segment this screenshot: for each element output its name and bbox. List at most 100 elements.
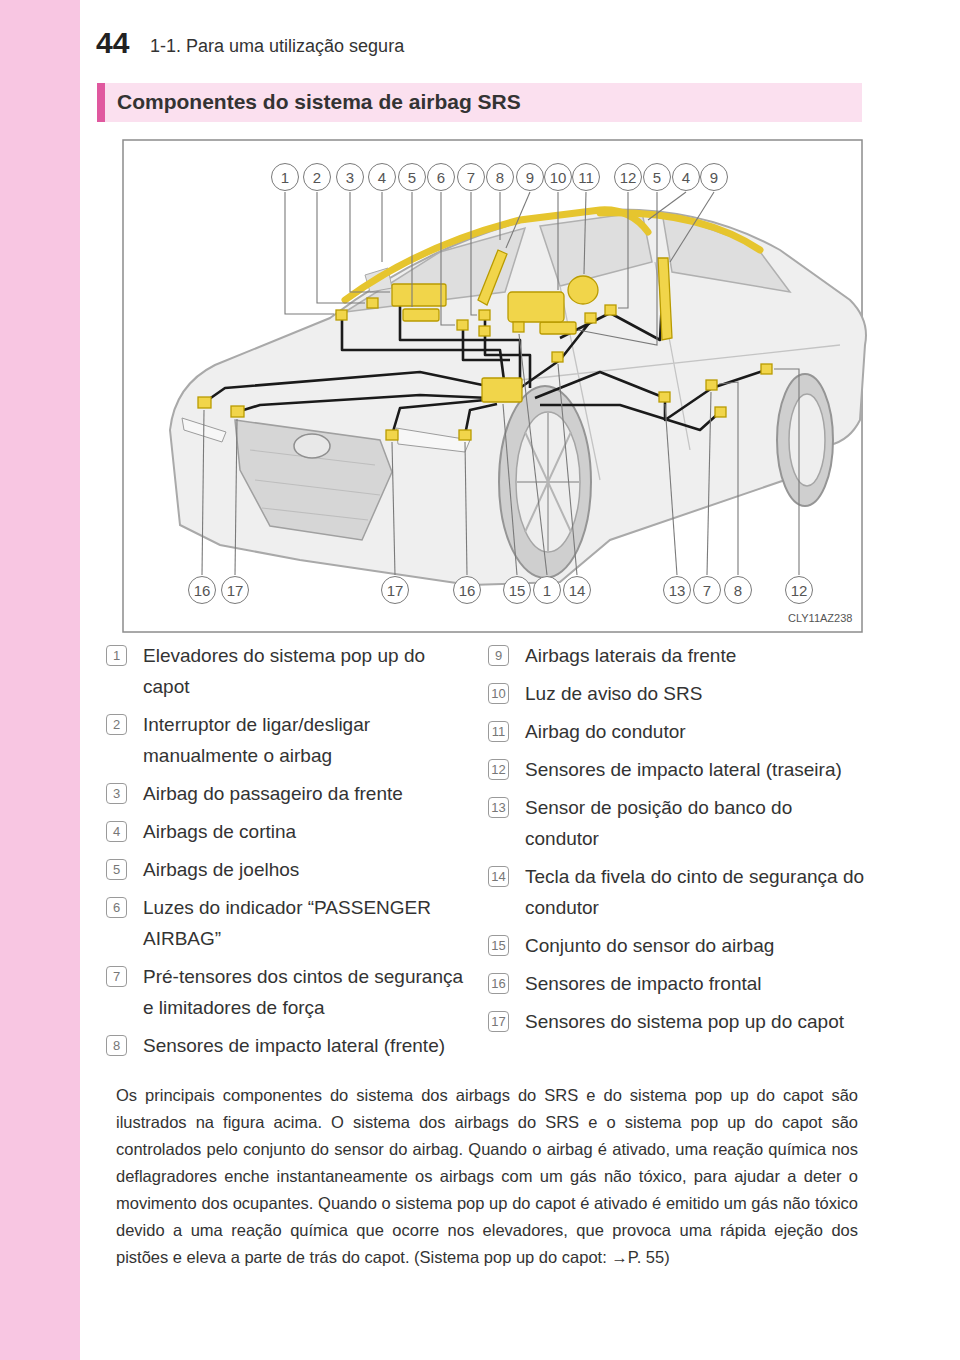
sensor — [386, 430, 398, 440]
grille-mesh — [250, 450, 380, 520]
leader-line — [707, 392, 711, 575]
side-strip — [0, 0, 80, 1360]
item-text: Sensores do sistema pop up do capot — [525, 1006, 865, 1037]
callout-number: 8 — [724, 576, 752, 604]
leader-line — [471, 192, 477, 315]
rear-wheel — [777, 374, 833, 506]
callout-number: 5 — [398, 163, 426, 191]
side-airbag — [478, 250, 507, 305]
leader-line — [465, 442, 467, 575]
item-text: Sensores de impacto lateral (traseira) — [525, 754, 865, 785]
leader-line — [350, 192, 390, 292]
item-number: 4 — [106, 821, 127, 842]
item-text: Airbags laterais da frente — [525, 640, 865, 671]
side-airbag — [658, 258, 672, 340]
callout-number: 3 — [336, 163, 364, 191]
sensor — [706, 380, 717, 390]
leader-line — [578, 192, 657, 345]
sensor — [198, 397, 211, 408]
leader-line — [584, 192, 586, 274]
callout-number: 11 — [572, 163, 600, 191]
sensor — [761, 364, 772, 374]
leader-line — [392, 442, 395, 575]
item-number: 13 — [488, 797, 509, 818]
callout-number: 17 — [381, 576, 409, 604]
running-header: 1-1. Para uma utilização segura — [150, 36, 404, 57]
item-text: Tecla da fivela do cinto de segurança do… — [525, 861, 865, 923]
car-body — [170, 210, 866, 586]
callout-number: 12 — [614, 163, 642, 191]
item-number: 9 — [488, 645, 509, 666]
figure-code: CLY11AZ238 — [788, 612, 852, 624]
headlight — [396, 428, 470, 452]
item-text: Interruptor de ligar/desligar manualment… — [143, 709, 473, 771]
item-number: 2 — [106, 714, 127, 735]
leader-line — [441, 192, 455, 325]
sensor — [585, 313, 596, 323]
leader-line — [506, 192, 530, 248]
callout-number: 4 — [672, 163, 700, 191]
callout-number: 6 — [427, 163, 455, 191]
sensor — [336, 310, 347, 320]
callout-number: 4 — [368, 163, 396, 191]
page-number: 44 — [96, 26, 129, 60]
leader-line — [774, 369, 799, 575]
side-airbag — [508, 292, 564, 322]
wiring-harness — [205, 300, 766, 435]
callout-number: 1 — [271, 163, 299, 191]
leader-line — [411, 192, 412, 307]
callout-number: 10 — [544, 163, 572, 191]
item-number: 5 — [106, 859, 127, 880]
sensor — [513, 322, 524, 332]
leader-line — [503, 404, 517, 575]
harness-wire — [342, 318, 505, 388]
harness-wire — [535, 370, 766, 420]
harness-wire — [540, 405, 720, 430]
leader-line — [719, 382, 738, 575]
windshield — [345, 228, 525, 312]
sensor — [459, 430, 471, 440]
front-wheel — [499, 386, 591, 578]
item-text: Airbags de joelhos — [143, 854, 473, 885]
item-text: Airbag do condutor — [525, 716, 865, 747]
item-text: Sensor de posição do banco do condutor — [525, 792, 865, 854]
driver-airbag — [568, 276, 598, 304]
emblem — [294, 434, 330, 458]
airbag-components — [198, 210, 772, 440]
callout-number: 16 — [453, 576, 481, 604]
item-number: 17 — [488, 1011, 509, 1032]
leader-lines — [202, 192, 799, 575]
item-number: 16 — [488, 973, 509, 994]
callout-number: 9 — [516, 163, 544, 191]
callout-number: 5 — [643, 163, 671, 191]
callout-number: 7 — [693, 576, 721, 604]
item-number: 1 — [106, 645, 127, 666]
item-text: Pré-tensores dos cintos de segurança e l… — [143, 961, 473, 1023]
leader-line — [499, 192, 500, 240]
item-text: Elevadores do sistema pop up do capot — [143, 640, 473, 702]
item-number: 8 — [106, 1035, 127, 1056]
rim-spokes — [516, 412, 580, 552]
callout-number: 14 — [563, 576, 591, 604]
callout-number: 7 — [457, 163, 485, 191]
leader-line — [648, 192, 686, 220]
leader-line — [665, 404, 677, 575]
item-text: Conjunto do sensor do airbag — [525, 930, 865, 961]
item-number: 15 — [488, 935, 509, 956]
leader-line — [618, 192, 628, 308]
front-rim — [516, 412, 580, 552]
sensor — [367, 298, 378, 308]
knee-airbag — [540, 322, 576, 334]
item-text: Airbag do passageiro da frente — [143, 778, 473, 809]
item-number: 11 — [488, 721, 509, 742]
sensor — [479, 326, 490, 336]
title-band — [97, 83, 862, 122]
item-text: Sensores de impacto lateral (frente) — [143, 1030, 473, 1061]
sensor — [231, 406, 244, 417]
callout-number: 8 — [486, 163, 514, 191]
item-number: 10 — [488, 683, 509, 704]
leader-line — [670, 192, 714, 262]
item-number: 6 — [106, 897, 127, 918]
callout-number: 15 — [503, 576, 531, 604]
callout-number: 2 — [303, 163, 331, 191]
